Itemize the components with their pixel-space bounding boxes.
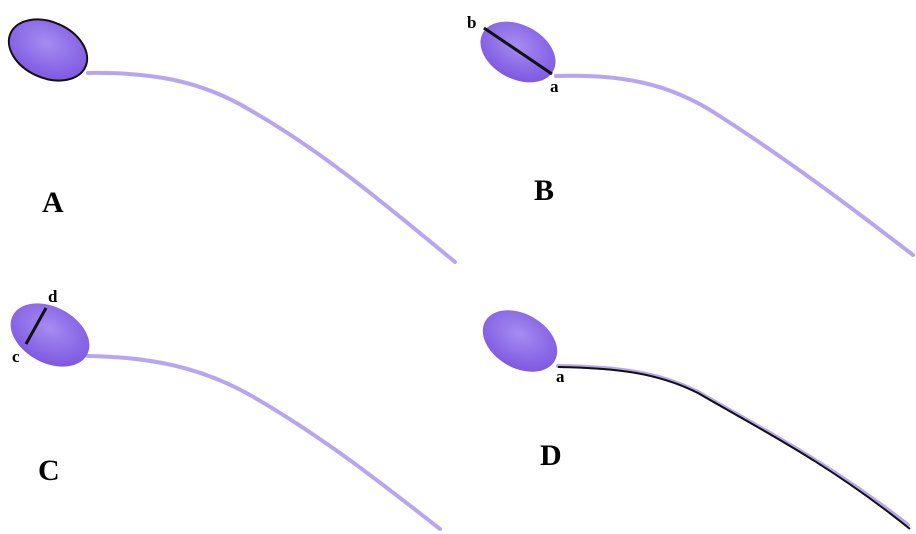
point-label-b: b	[467, 13, 477, 32]
sperm-cell-d	[482, 310, 911, 530]
sperm-tail	[86, 354, 442, 531]
sperm-tail	[86, 70, 457, 264]
point-label-d: d	[48, 287, 58, 306]
sperm-head	[482, 310, 558, 372]
sperm-tail	[554, 73, 915, 257]
sperm-cell-c	[10, 303, 442, 531]
tail-length-trace	[557, 366, 911, 530]
panel-a: A	[0, 0, 458, 267]
point-label-a: a	[556, 367, 565, 386]
sperm-cell-a	[7, 18, 457, 264]
panel-d: a D	[458, 267, 916, 534]
panel-label-b: B	[534, 174, 555, 207]
sperm-cell-b	[480, 21, 915, 257]
head-outline	[7, 18, 89, 82]
panel-label-a: A	[42, 186, 64, 219]
panel-b: b a B	[458, 0, 916, 267]
panel-c: d c C	[0, 267, 458, 534]
head-length-line	[483, 26, 553, 76]
panel-label-c: C	[38, 454, 60, 487]
head-width-line	[24, 307, 48, 345]
point-label-c: c	[12, 347, 20, 366]
panel-label-d: D	[540, 439, 562, 472]
sperm-head	[10, 303, 90, 367]
point-label-a: a	[550, 77, 559, 96]
sperm-head	[8, 19, 88, 81]
sperm-tail	[556, 364, 910, 527]
